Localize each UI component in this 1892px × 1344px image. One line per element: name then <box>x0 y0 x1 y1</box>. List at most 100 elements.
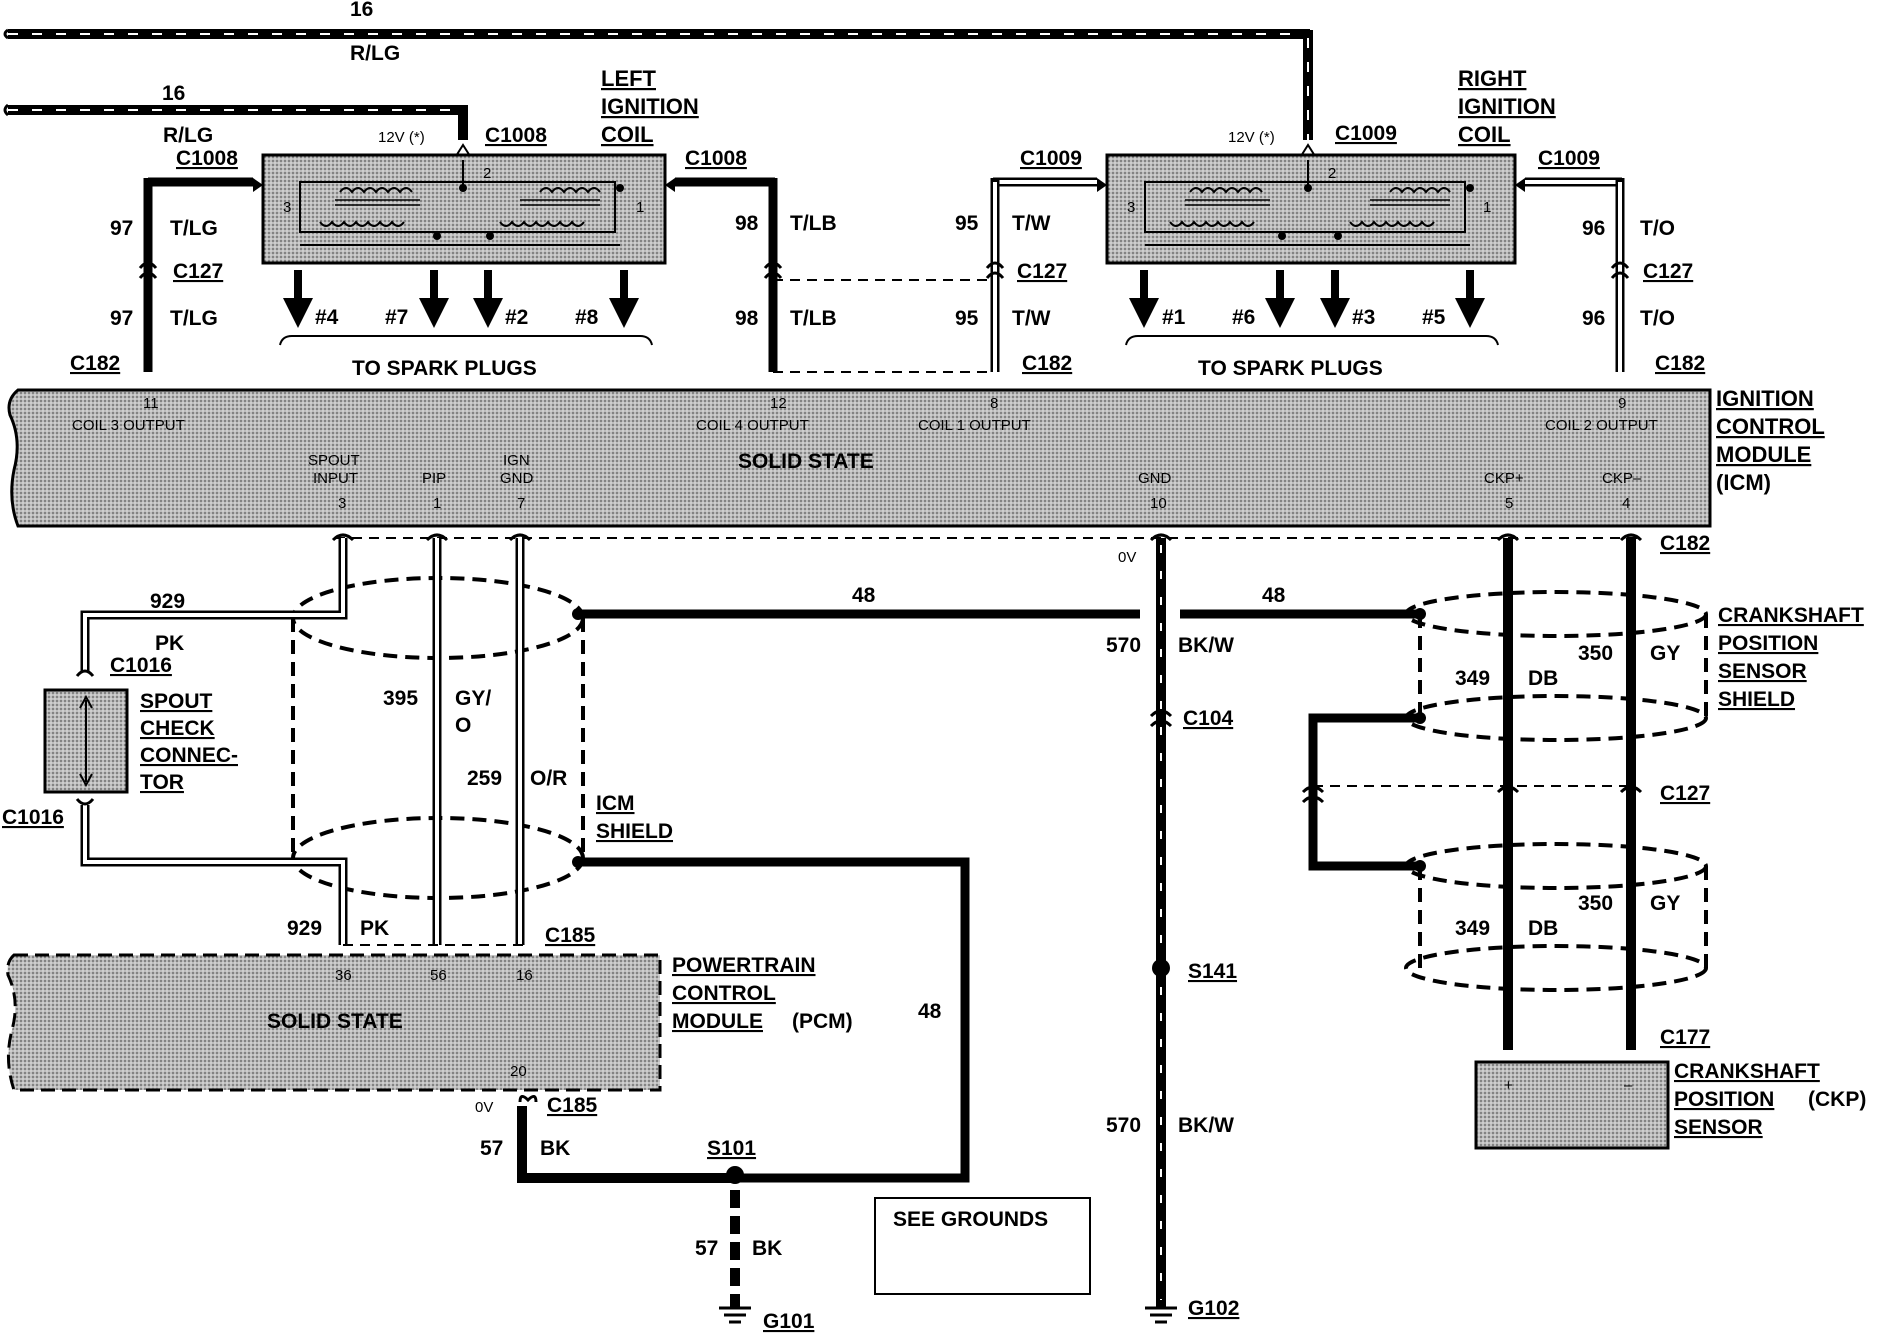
wire-95-color-bot: T/W <box>1012 307 1051 330</box>
pcm-pin16: 16 <box>516 967 533 984</box>
ckp-shield-title-1: CRANKSHAFT <box>1718 604 1864 627</box>
s141: S141 <box>1188 960 1237 983</box>
c182-96: C182 <box>1655 352 1705 375</box>
pcm-pin56: 56 <box>430 967 447 984</box>
left-coil-title-2: IGNITION <box>601 94 699 119</box>
right-coil-pin2-arrow <box>1300 143 1316 157</box>
g102: G102 <box>1188 1297 1239 1320</box>
wire-97 <box>138 177 263 372</box>
wire-929-num-top: 929 <box>150 590 185 613</box>
pcm-title-2: CONTROL <box>672 982 776 1005</box>
icm-pin5: 5 <box>1505 495 1513 512</box>
left-plug-4: #8 <box>575 306 599 329</box>
right-coil-c1009-top: C1009 <box>1335 122 1397 145</box>
left-coil-pin1: 1 <box>636 199 644 216</box>
ckp-sensor-title-2: POSITION <box>1674 1088 1774 1111</box>
icm-pin9: 9 <box>1618 395 1626 412</box>
c1016-bottom: C1016 <box>2 806 64 829</box>
wire-259-num: 259 <box>467 767 502 790</box>
wire-48-label-1: 48 <box>852 584 876 607</box>
wire-98-color-top: T/LB <box>790 212 837 235</box>
wire-570-num-bot: 570 <box>1106 1114 1141 1137</box>
wire-350-color-top: GY <box>1650 642 1680 665</box>
wire-95-num-bot: 95 <box>955 307 979 330</box>
wire-349-color-bot: DB <box>1528 917 1558 940</box>
wire-570-num-top: 570 <box>1106 634 1141 657</box>
wire-95-color-top: T/W <box>1012 212 1051 235</box>
ckp-shield-title-3: SENSOR <box>1718 660 1807 683</box>
left-coil-title-3: COIL <box>601 122 654 147</box>
wire-349-num-top: 349 <box>1455 667 1490 690</box>
wire-98-num-bot: 98 <box>735 307 759 330</box>
wire-395-num: 395 <box>383 687 418 710</box>
s101: S101 <box>707 1137 756 1160</box>
wire-48-bottom <box>578 857 970 1183</box>
c1008-right: C1008 <box>685 147 747 170</box>
right-plug-3: #3 <box>1352 306 1375 329</box>
left-coil-12v: 12V (*) <box>378 129 425 146</box>
wire-929-color-bot: PK <box>360 917 389 940</box>
wire-57-num-top: 57 <box>480 1137 503 1160</box>
wire-97-color-top: T/LG <box>170 217 218 240</box>
icm-spout-1: SPOUT <box>308 452 360 469</box>
see-grounds-text: SEE GROUNDS <box>893 1208 1048 1231</box>
icm-title-2: CONTROL <box>1716 414 1825 439</box>
spout-title-4: TOR <box>140 771 184 794</box>
wire-395 <box>425 533 449 945</box>
wire-97-num-bot: 97 <box>110 307 133 330</box>
icm-coil1: COIL 1 OUTPUT <box>918 417 1031 434</box>
icm-pin4: 4 <box>1622 495 1630 512</box>
wire-259 <box>508 533 532 945</box>
c182-97: C182 <box>70 352 120 375</box>
c1009-left: C1009 <box>1020 147 1082 170</box>
top-circuit-label: 16 <box>350 0 373 21</box>
wire-98 <box>665 177 993 373</box>
c185-bottom: C185 <box>547 1094 598 1117</box>
right-spark-arrows <box>1125 270 1499 346</box>
left-plug-2: #7 <box>385 306 408 329</box>
wire-96-num-bot: 96 <box>1582 307 1605 330</box>
right-plug-4: #5 <box>1422 306 1446 329</box>
icm-coil3: COIL 3 OUTPUT <box>72 417 185 434</box>
right-coil-pin1: 1 <box>1483 199 1491 216</box>
left-coil-pin3: 3 <box>283 199 291 216</box>
pcm-solid-state: SOLID STATE <box>267 1010 403 1033</box>
pcm-pin36: 36 <box>335 967 352 984</box>
ckp-sensor-title-2b: (CKP) <box>1808 1088 1866 1111</box>
wire-570-color-bot: BK/W <box>1178 1114 1234 1137</box>
c127-96: C127 <box>1643 260 1693 283</box>
spout-title-3: CONNEC- <box>140 744 238 767</box>
wire-48-top <box>578 608 1426 620</box>
c127-ckp: C127 <box>1660 782 1710 805</box>
pcm-title-1: POWERTRAIN <box>672 954 816 977</box>
pcm-title-3b: (PCM) <box>792 1010 853 1033</box>
ckp-sensor-minus: – <box>1624 1077 1633 1094</box>
icm-pin12: 12 <box>770 395 787 412</box>
wire-48-label-2: 48 <box>1262 584 1286 607</box>
second-feed-wire <box>3 103 468 140</box>
wire-95 <box>985 177 1107 372</box>
icm-pin10: 10 <box>1150 495 1167 512</box>
wire-570-0v: 0V <box>1118 549 1136 566</box>
left-to-spark-plugs: TO SPARK PLUGS <box>352 357 537 380</box>
c182-bottom: C182 <box>1660 532 1710 555</box>
icm-coil2: COIL 2 OUTPUT <box>1545 417 1658 434</box>
top-feed-wire <box>3 28 1313 140</box>
right-coil-12v: 12V (*) <box>1228 129 1275 146</box>
left-coil-title-1: LEFT <box>601 66 657 91</box>
icm-shield-title-2: SHIELD <box>596 820 673 843</box>
left-plug-1: #4 <box>315 306 339 329</box>
second-color-label: R/LG <box>163 124 213 147</box>
right-coil-title-1: RIGHT <box>1458 66 1527 91</box>
wire-350-color-bot: GY <box>1650 892 1680 915</box>
c177: C177 <box>1660 1026 1710 1049</box>
c1016-top: C1016 <box>110 654 172 677</box>
icm-pin8: 8 <box>990 395 998 412</box>
wire-57-color-bot: BK <box>752 1237 782 1260</box>
ckp-shield-title-4: SHIELD <box>1718 688 1795 711</box>
g101: G101 <box>763 1310 815 1333</box>
left-plug-3: #2 <box>505 306 528 329</box>
wire-570 <box>1145 533 1177 1324</box>
see-grounds-box <box>874 1197 1091 1295</box>
